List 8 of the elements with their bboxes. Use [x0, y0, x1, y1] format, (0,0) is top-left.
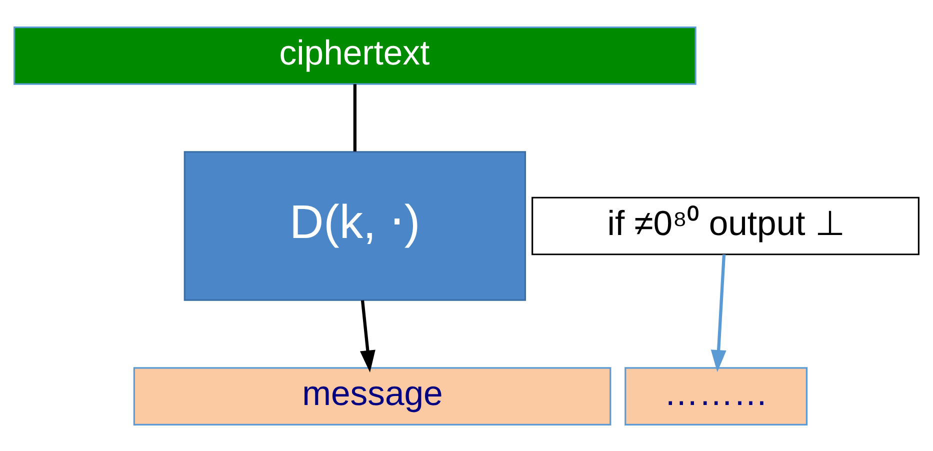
node-box: if ≠0⁸⁰ output ⊥	[532, 196, 920, 255]
node-box: ………	[624, 366, 808, 425]
connector	[353, 84, 357, 151]
node-box: ciphertext	[14, 26, 696, 84]
node-box: D(k, ⋅)	[184, 150, 526, 300]
arrow	[710, 254, 726, 372]
arrow	[360, 300, 376, 372]
node-box: message	[133, 366, 612, 425]
